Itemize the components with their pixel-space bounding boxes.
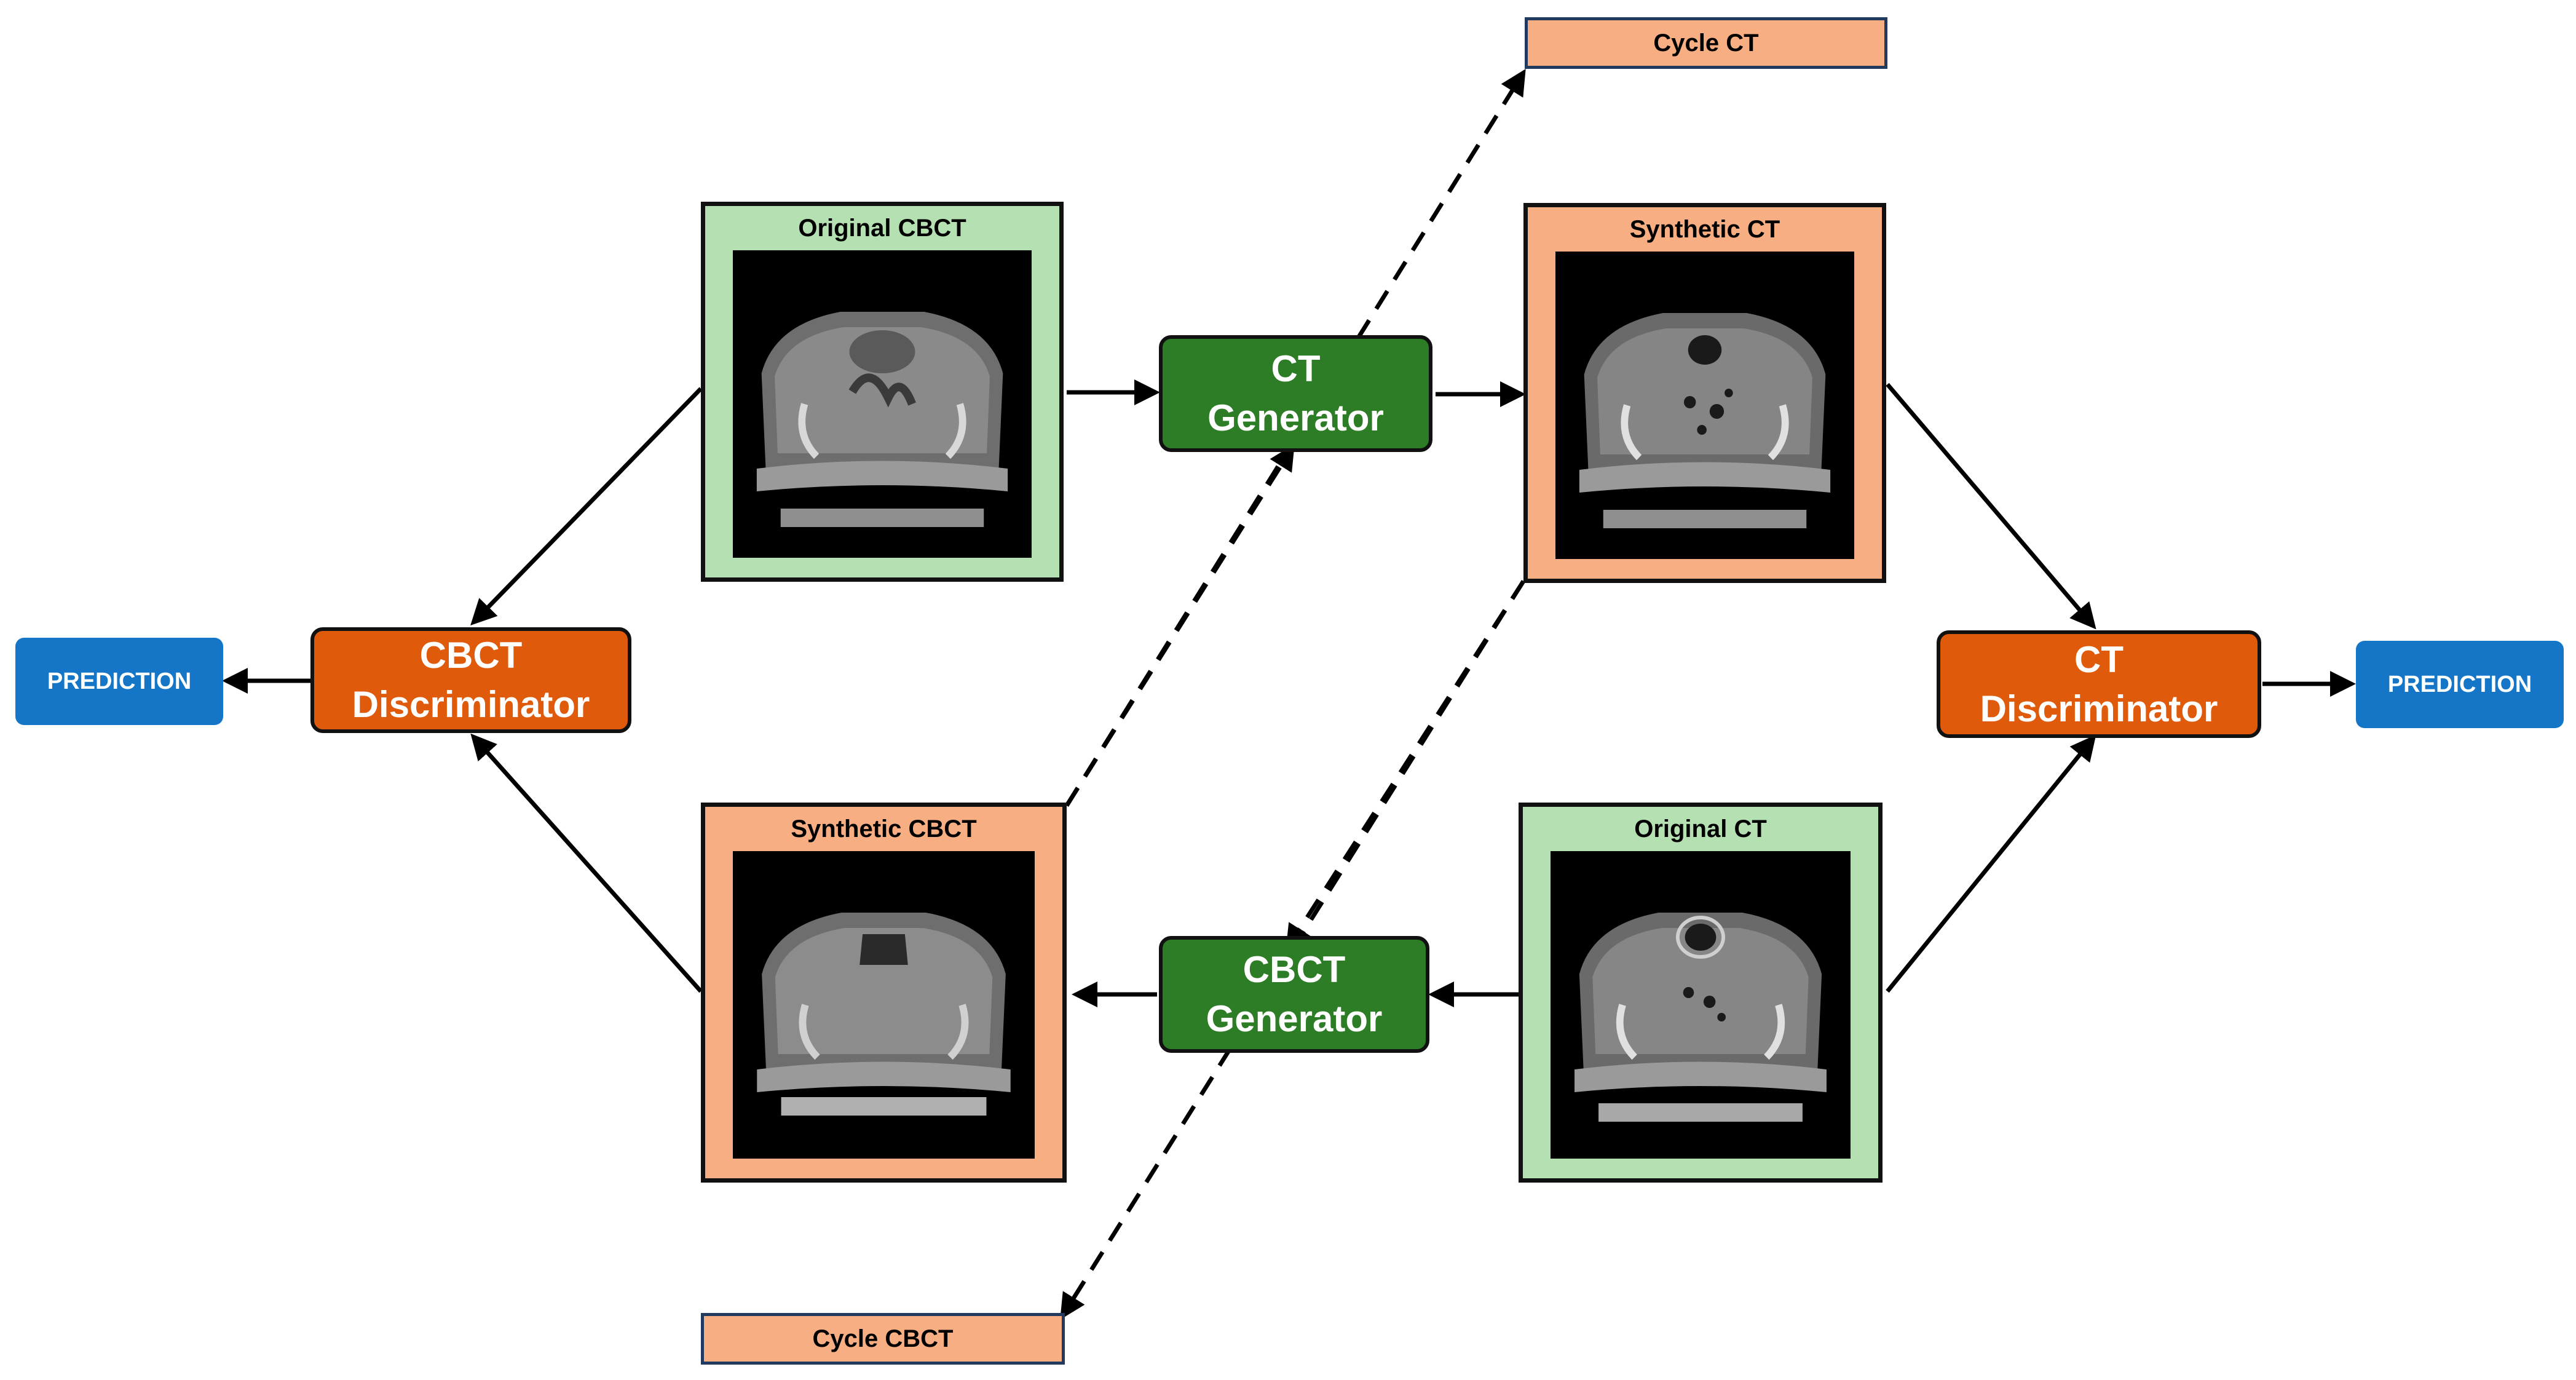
cbct-discriminator-line2: Discriminator: [352, 684, 590, 725]
original-cbct-scan-image: [733, 250, 1032, 558]
dashed-arrow-synthetic-ct-to-cbct-generator: [1286, 580, 1525, 951]
dashed-arrow-synthetic-cbct-to-ct-generator: [1065, 444, 1295, 807]
ct-generator-line1: CT: [1271, 348, 1321, 389]
synthetic-ct-scan-image: [1555, 252, 1854, 559]
original-ct-title: Original CT: [1634, 815, 1767, 843]
prediction-right: PREDICTION: [2356, 641, 2564, 728]
original-cbct-panel: Original CBCT: [701, 202, 1064, 582]
ct-discriminator-line2: Discriminator: [1980, 688, 2218, 729]
synthetic-cbct-panel: Synthetic CBCT: [701, 803, 1067, 1183]
cbct-generator-line2: Generator: [1206, 998, 1383, 1039]
arrow-original-cbct-to-cbct-discriminator: [470, 387, 703, 626]
cbct-generator-box: CBCT Generator: [1159, 936, 1429, 1053]
cycle-ct-box: Cycle CT: [1525, 17, 1887, 69]
cbct-generator-line1: CBCT: [1243, 949, 1346, 990]
original-ct-scan-image: [1551, 851, 1851, 1159]
cycle-cbct-box: Cycle CBCT: [701, 1313, 1065, 1365]
synthetic-cbct-scan-image: [733, 851, 1035, 1159]
arrow-original-ct-to-ct-discriminator: [1886, 734, 2096, 993]
synthetic-cbct-title: Synthetic CBCT: [791, 815, 977, 843]
synthetic-ct-title: Synthetic CT: [1629, 216, 1780, 243]
cbct-discriminator-box: CBCT Discriminator: [310, 627, 631, 733]
original-ct-panel: Original CT: [1519, 803, 1883, 1183]
ct-discriminator-line1: CT: [2074, 638, 2124, 680]
arrow-synthetic-ct-to-ct-discriminator: [1886, 383, 2096, 630]
prediction-left: PREDICTION: [15, 638, 223, 725]
original-cbct-title: Original CBCT: [798, 215, 966, 242]
arrow-synthetic-cbct-to-cbct-discriminator: [470, 733, 703, 993]
cbct-discriminator-line1: CBCT: [419, 635, 523, 676]
ct-discriminator-box: CT Discriminator: [1937, 630, 2261, 738]
ct-generator-box: CT Generator: [1159, 335, 1432, 452]
ct-generator-line2: Generator: [1207, 397, 1384, 438]
synthetic-ct-panel: Synthetic CT: [1523, 203, 1886, 583]
